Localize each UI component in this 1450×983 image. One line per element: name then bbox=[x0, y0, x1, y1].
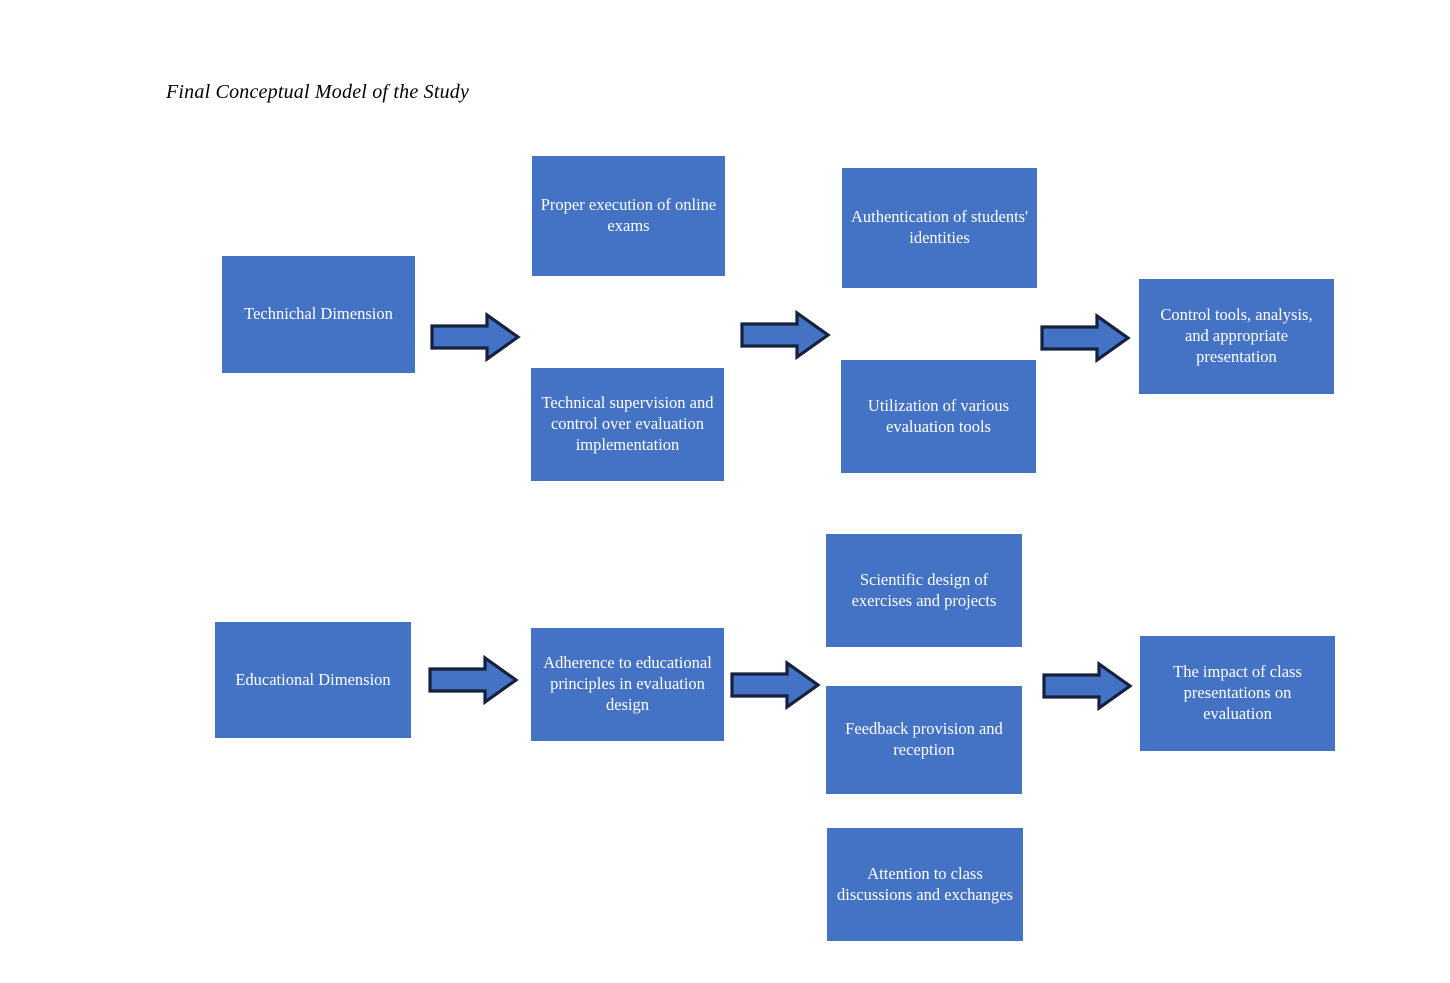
right-arrow-icon bbox=[1042, 660, 1133, 712]
arrow-edu-stage1-to-stage2 bbox=[730, 659, 821, 711]
node-attention-discussions[interactable]: Attention to class discussions and excha… bbox=[827, 828, 1023, 941]
node-control-tools[interactable]: Control tools, analysis, and appropriate… bbox=[1139, 279, 1334, 394]
node-utilization-tools-label: Utilization of various evaluation tools bbox=[867, 395, 1010, 436]
node-authentication[interactable]: Authentication of students' identities bbox=[842, 168, 1037, 288]
arrow-technical-to-stage1 bbox=[430, 311, 521, 363]
arrow-stage1-to-stage2 bbox=[740, 309, 831, 361]
right-arrow-icon bbox=[1040, 312, 1131, 364]
node-class-presentations-impact[interactable]: The impact of class presentations on eva… bbox=[1140, 636, 1335, 751]
right-arrow-icon bbox=[730, 659, 821, 711]
node-scientific-design-label: Scientific design of exercises and proje… bbox=[851, 569, 997, 610]
right-arrow-icon bbox=[428, 654, 519, 706]
node-utilization-tools[interactable]: Utilization of various evaluation tools bbox=[841, 360, 1036, 473]
node-control-tools-label: Control tools, analysis, and appropriate… bbox=[1160, 305, 1313, 366]
node-proper-execution-label: Proper execution of online exams bbox=[540, 195, 717, 235]
node-feedback-provision-label: Feedback provision and reception bbox=[845, 719, 1003, 759]
node-adherence-principles[interactable]: Adherence to educational principles in e… bbox=[531, 628, 724, 741]
node-feedback-provision[interactable]: Feedback provision and reception bbox=[826, 686, 1022, 794]
arrow-stage2-to-outcome bbox=[1040, 312, 1131, 364]
node-technical-dimension[interactable]: Technichal Dimension bbox=[222, 256, 415, 373]
node-technical-supervision[interactable]: Technical supervision and control over e… bbox=[531, 368, 724, 481]
node-technical-supervision-label: Technical supervision and control over e… bbox=[541, 393, 714, 454]
node-adherence-principles-label: Adherence to educational principles in e… bbox=[543, 653, 712, 714]
node-educational-dimension[interactable]: Educational Dimension bbox=[215, 622, 411, 738]
right-arrow-icon bbox=[430, 311, 521, 363]
right-arrow-icon bbox=[740, 309, 831, 361]
page-title: Final Conceptual Model of the Study bbox=[166, 81, 470, 103]
node-educational-dimension-label: Educational Dimension bbox=[235, 669, 391, 689]
arrow-edu-stage2-to-outcome bbox=[1042, 660, 1133, 712]
node-attention-discussions-label: Attention to class discussions and excha… bbox=[837, 863, 1013, 904]
node-scientific-design[interactable]: Scientific design of exercises and proje… bbox=[826, 534, 1022, 647]
node-authentication-label: Authentication of students' identities bbox=[850, 207, 1029, 247]
node-proper-execution[interactable]: Proper execution of online exams bbox=[532, 156, 725, 276]
node-technical-dimension-label: Technichal Dimension bbox=[244, 304, 393, 324]
arrow-educational-to-stage1 bbox=[428, 654, 519, 706]
node-class-presentations-impact-label: The impact of class presentations on eva… bbox=[1173, 662, 1302, 723]
